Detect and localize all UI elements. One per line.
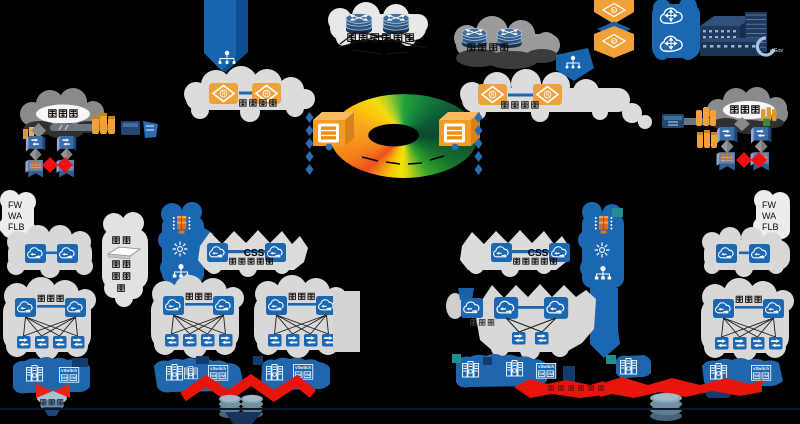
svg-text:CSS: CSS: [244, 248, 265, 259]
svg-text:FW: FW: [8, 200, 22, 210]
svg-text:WA: WA: [762, 211, 776, 221]
svg-text:R: R: [612, 8, 615, 13]
svg-text:FW: FW: [762, 200, 776, 210]
svg-text:FLB: FLB: [8, 222, 25, 232]
svg-text:R: R: [612, 39, 615, 44]
svg-text:FLB: FLB: [762, 222, 779, 232]
svg-text:CSS: CSS: [528, 248, 549, 259]
svg-text:eGov: eGov: [770, 48, 784, 54]
svg-text:WA: WA: [8, 211, 22, 221]
